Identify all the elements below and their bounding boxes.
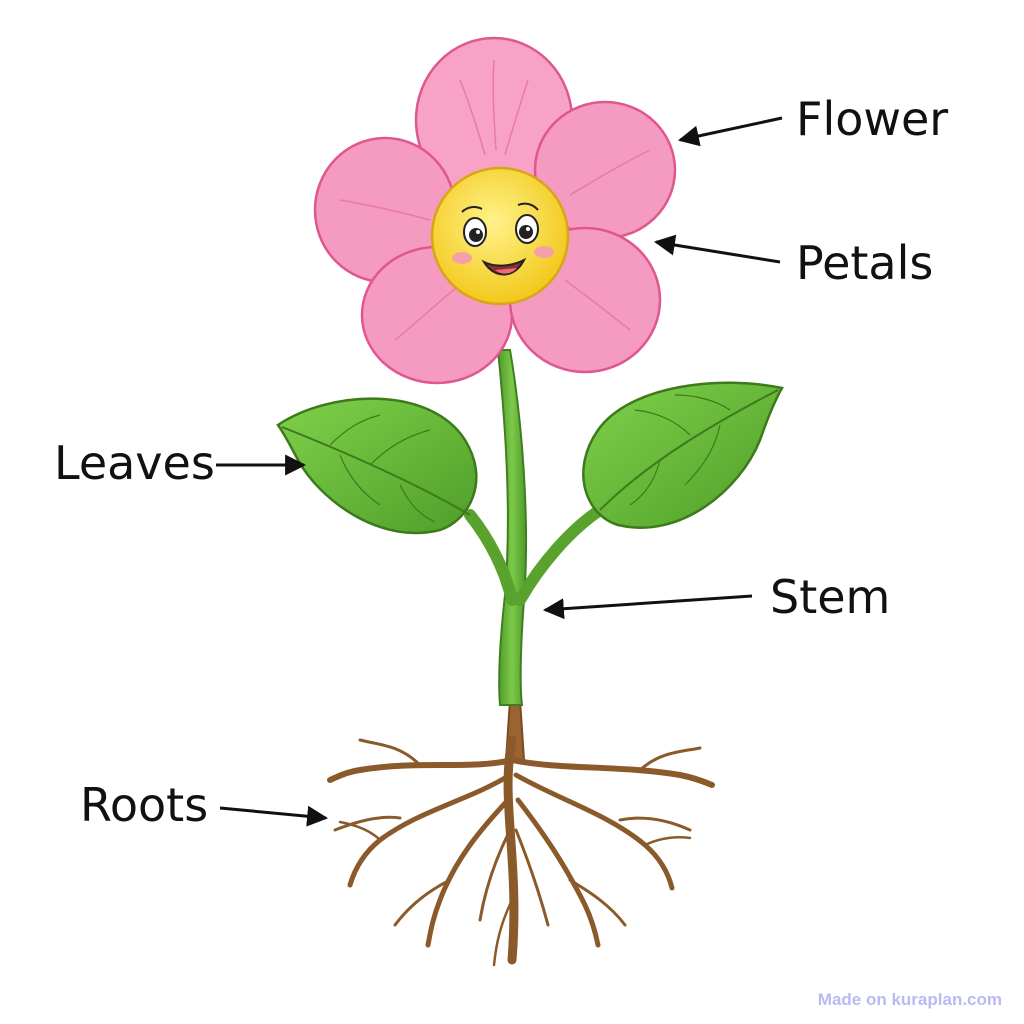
label-leaves: Leaves — [54, 436, 215, 490]
right-leaf — [582, 381, 784, 529]
arrow-flower — [677, 116, 783, 147]
left-leaf — [276, 397, 478, 535]
label-stem: Stem — [770, 570, 891, 624]
stem — [464, 349, 606, 706]
label-flower: Flower — [796, 92, 949, 146]
arrow-roots — [219, 805, 329, 827]
arrows — [216, 116, 783, 827]
label-petals: Petals — [796, 236, 934, 290]
watermark: Made on kuraplan.com — [817, 990, 1002, 1009]
flower-center — [430, 166, 570, 306]
arrow-stem — [542, 594, 753, 620]
label-roots: Roots — [80, 778, 209, 832]
arrow-petals — [653, 234, 781, 264]
roots — [327, 699, 715, 967]
